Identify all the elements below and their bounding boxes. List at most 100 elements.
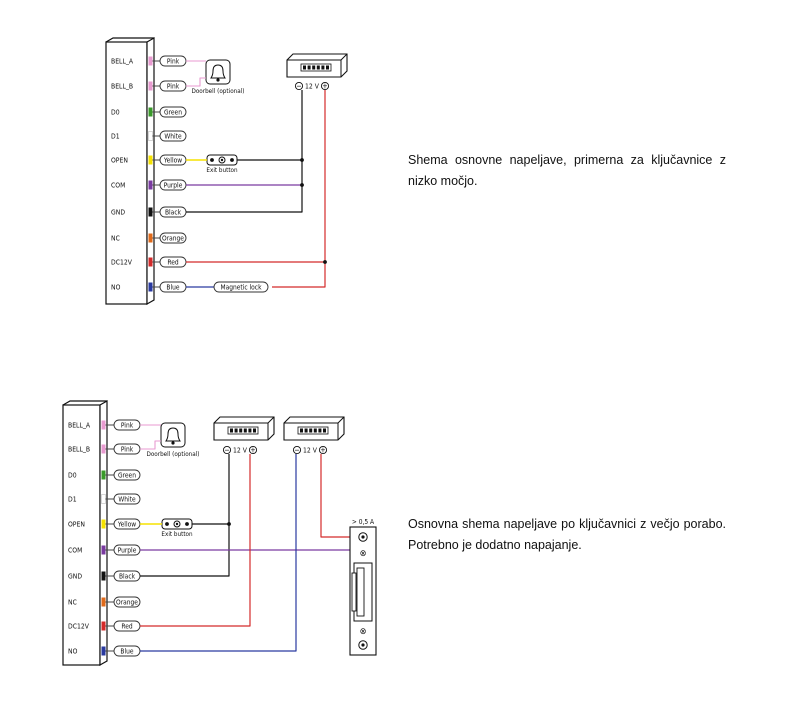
psu-plus: +: [322, 82, 328, 91]
lock-terminal-bottom-center: [361, 643, 365, 647]
controller-front: [105, 41, 148, 305]
doorbell-label: Doorbell (optional): [146, 451, 199, 458]
controller-top: [105, 37, 154, 43]
doorbell-label: Doorbell (optional): [191, 88, 244, 95]
lock-screw-top: ⊗: [360, 549, 367, 559]
psu-minus-circle: [294, 81, 304, 91]
wire-stub-5: [148, 180, 153, 190]
exit-button-pin-right: [185, 522, 189, 526]
wire-stub-7: [148, 233, 153, 243]
wire-label-blue-9: Blue: [166, 283, 179, 291]
wire-label-white-3: White: [164, 132, 182, 140]
psu2-voltage: 12 V: [303, 446, 318, 454]
wire-label-black-6: Black: [119, 572, 136, 580]
terminal-dc12v: DC12V: [68, 623, 90, 631]
wire-stub-4: [101, 519, 106, 529]
wire-gnd-black: [186, 90, 303, 213]
terminal-d1: D1: [68, 496, 77, 504]
power-supply-1-screw: [243, 428, 247, 433]
wire-label-pink-1: Pink: [121, 445, 134, 453]
psu1-minus: −: [224, 446, 230, 455]
psu1-plus: +: [250, 446, 256, 455]
exit-button-label: Exit button: [206, 167, 238, 174]
power-supply-2-screw: [304, 428, 308, 433]
power-supply-screw: [326, 65, 329, 70]
terminal-no: NO: [111, 284, 121, 292]
terminal-bell_a: BELL_A: [68, 422, 91, 430]
wire-stub-9: [101, 646, 106, 656]
power-supply-1-edge: [267, 416, 275, 424]
lock-screw-bottom: ⊗: [360, 627, 367, 637]
power-supply-screw: [316, 65, 320, 70]
exit-button-pin-left: [165, 522, 169, 526]
wire-stub-5: [101, 545, 106, 555]
psu-plus-circle: [320, 81, 330, 91]
terminal-d1: D1: [111, 133, 120, 141]
lock-bracket: [351, 572, 357, 612]
power-supply-screw: [307, 65, 311, 70]
terminal-bell_a: BELL_A: [111, 58, 134, 66]
terminal-nc: NC: [68, 599, 77, 607]
wire-stub-7: [101, 597, 106, 607]
wire-label-green-2-pill: [159, 106, 187, 118]
wire-label-pink-0: Pink: [167, 57, 180, 65]
wire-gnd-black: [140, 454, 230, 577]
terminal-bell_b: BELL_B: [68, 446, 90, 454]
description-low-power: Shema osnovne napeljave, primerna za klj…: [408, 153, 726, 188]
controller-top: [62, 400, 107, 406]
wire-label-green-2: Green: [164, 108, 182, 116]
psu2-plus-circle: [318, 445, 328, 455]
psu1-plus-circle: [248, 445, 258, 455]
terminal-bell_b: BELL_B: [111, 83, 133, 91]
lock-terminal-top-center: [361, 535, 365, 539]
power-supply-1-screw: [248, 428, 252, 433]
psu1-voltage: 12 V: [233, 446, 248, 454]
wire-stub-1: [148, 81, 153, 91]
wire-stub-6: [148, 207, 153, 217]
magnetic-lock: Magnetic lock: [220, 283, 262, 291]
power-supply-2-terminal-block: [297, 426, 329, 435]
exit-button-pin-left: [210, 158, 214, 162]
lock-current-label: > 0,5 A: [352, 518, 375, 526]
wire-stub-0: [148, 56, 153, 66]
node-red: [323, 260, 327, 264]
power-supply-2-edge: [337, 416, 345, 424]
psu1-minus-circle: [222, 445, 232, 455]
power-supply-2-screw: [300, 428, 303, 433]
power-supply-1-screw: [234, 428, 238, 433]
wire-psu2-plus-red: [320, 454, 350, 538]
power-supply-1-screw: [239, 428, 243, 433]
power-supply-1-screw: [253, 428, 256, 433]
bell-icon: [210, 64, 226, 79]
description-high-power: Osnovna shema napeljave po ključavnici z…: [408, 517, 726, 552]
wire-label-purple-5: Purple: [164, 181, 183, 189]
wire-label-black-6: Black: [165, 208, 182, 216]
wire-stub-4: [148, 155, 153, 165]
terminal-d0: D0: [111, 109, 120, 117]
power-supply-screw: [321, 65, 325, 70]
wire-stub-0: [101, 420, 106, 430]
wire-label-pink-1: Pink: [167, 82, 180, 90]
wire-plus-red: [272, 90, 326, 288]
power-supply-1-terminal-block: [227, 426, 259, 435]
psu2-plus: +: [320, 446, 326, 455]
wire-stub-1: [101, 444, 106, 454]
wire-label-blue-9: Blue: [120, 647, 133, 655]
bell-clapper: [171, 441, 175, 445]
psu-voltage: 12 V: [305, 82, 320, 90]
power-supply-2-screw: [313, 428, 317, 433]
wire-stub-6: [101, 571, 106, 581]
wire-stub-9: [148, 282, 153, 292]
power-supply-2-screw: [318, 428, 322, 433]
psu2-minus-circle: [292, 445, 302, 455]
wire-stub-3: [101, 494, 106, 504]
psu2-minus: −: [294, 446, 300, 455]
wire-label-orange-7-pill: [159, 232, 187, 244]
terminal-open: OPEN: [111, 157, 128, 165]
wire-stub-3: [148, 131, 153, 141]
power-supply-screw: [303, 65, 306, 70]
lock-latch: [356, 567, 365, 617]
exit-button-center: [175, 522, 179, 526]
diagram-high-power-lock: BELL_ABELL_BD0D1OPENCOMGNDNCDC12VNOPinkP…: [62, 399, 377, 667]
wire-label-green-2-pill: [113, 469, 141, 481]
